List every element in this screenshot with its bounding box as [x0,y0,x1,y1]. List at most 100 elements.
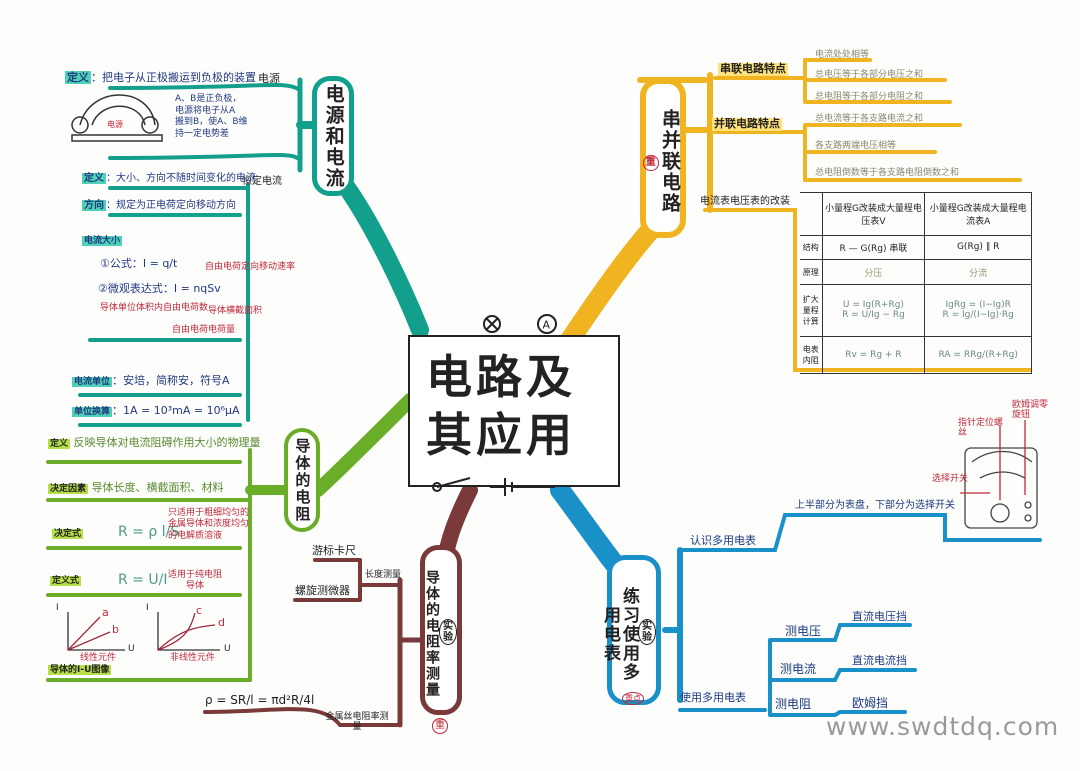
note-line: 的电解质溶液 [168,530,223,541]
conversion-text: 1A = 10³mA = 10⁶μA [123,404,240,417]
important-badge: 重 [432,718,448,734]
resistivity-formula: ρ = SR/l = πd²R/4l [205,693,315,707]
curve-c-label: c [196,604,203,617]
row-label: 扩大量程计算 [800,283,823,337]
steady-direction: 规定为正电荷定向移动方向 [116,200,236,211]
axis-u-label: U [224,644,231,654]
row-label: 原理 [800,259,823,285]
central-topic: 电路及 其应用 [408,335,620,487]
source-definition: 把电子从正极搬运到负极的装置 [102,71,256,84]
metal-resistivity-label: 金属丝电阻率测量 [325,712,389,733]
note-line: 搬到B，使A、B维 [175,117,248,128]
measure-resistance: 测电阻 [775,697,812,711]
note-density: 导体单位体积内自由电荷数 [100,303,209,313]
header-voltmeter: 小量程G改装成大量程电压表V [821,192,926,236]
tag-decisive: 决定式 [52,529,84,539]
note-speed: 自由电荷定向移动速率 [205,262,296,272]
know-multimeter-text: 上半部分为表盘，下部分为选择开关 [795,500,955,511]
definitional-formula: R = U/I [118,572,168,588]
unit-text: 安培，简称安，符号A [123,374,230,387]
cell-principle-v: 分压 [821,259,926,285]
curve-a-label: a [102,606,109,619]
tag-conversion: 单位换算 [72,407,113,417]
topic-resistivity: 实验导体的电阻率测量 [420,545,462,715]
parallel-label: 并联电路特点 [712,117,782,131]
series-label: 串联电路特点 [718,62,788,76]
tag-direction: 方向 [82,200,106,211]
definitional-note: 适用于纯电阻导体 [168,570,222,593]
cell-structure-v: R — G(Rg) 串联 [821,234,926,261]
parallel-item: 总电流等于各支路电流之和 [815,114,924,124]
cell-calc-a: IgRg = (I−Ig)R R = Ig/(I−Ig)·Rg [924,283,1032,337]
note-line: 适用于纯电阻 [168,570,223,580]
note-line: A、B是正负极， [175,94,242,104]
important-mark: 重点 [622,692,644,706]
resistance-factors: 导体长度、横截面积、材料 [91,481,224,494]
central-title-line-1: 电路及 [426,350,576,404]
series-item: 电流处处相等 [815,50,870,60]
important-mark: 重 [432,718,448,734]
dc-current-range: 直流电流挡 [852,654,907,667]
measure-voltage: 测电压 [785,624,822,638]
ohm-range: 欧姆挡 [852,696,889,710]
note-area: 导体横截面积 [208,306,263,316]
cell-resistance-a: RA = RRg/(R+Rg) [924,335,1032,375]
nonlinear-label: 非线性元件 [170,653,216,663]
topic-title: 电源和电流 [322,83,345,189]
formula-microscopic: ②微观表达式：I = nqSv [98,282,221,295]
cell-calc-v: U = Ig(R+Rg) R = U/Ig − Rg [821,283,926,337]
topic-title: 导体的电阻率测量 [424,570,440,698]
part-ohm-zero-knob: 欧姆调零旋钮 [1012,400,1049,421]
note-charge: 自由电荷电荷量 [172,325,236,335]
micrometer: 螺旋测微器 [295,584,350,597]
tag-unit: 电流单位 [72,377,113,387]
watermark: www.swdtdq.com [826,712,1060,741]
part-selector-switch: 选择开关 [932,474,969,484]
part-pointer-screw: 指针定位螺丝 [958,418,1004,439]
source-label: 电源 [258,72,280,85]
topic-circuits: 串并联电路重 [640,78,686,238]
note-line: 只适用于粗细均匀的 [168,508,250,518]
important-badge: 重点 [622,692,644,706]
note-line: 持一定电势差 [175,129,230,140]
topic-resistance: 导体的电阻 [284,428,320,532]
vernier-caliper: 游标卡尺 [312,544,356,557]
cell-structure-a: G(Rg) ∥ R [924,234,1032,261]
row-label: 电表内阻 [800,335,823,375]
tag-definition: 定义 [82,173,106,184]
steady-definition: 大小、方向不随时间变化的电流 [116,173,256,184]
tag-definition: 定义 [65,71,91,84]
note-line: 导体 [186,581,205,592]
important-badge: 重 [642,155,659,171]
central-title-line-2: 其应用 [426,407,576,462]
series-item: 总电阻等于各部分电阻之和 [815,92,924,102]
steady-current-label: 恒定电流 [242,176,282,187]
length-measure-label: 长度测量 [365,570,402,580]
header-ammeter: 小量程G改装成大量程电流表A [924,192,1032,236]
tag-definition: 定义 [48,439,71,449]
topic-title: 串并联电路 [659,108,681,214]
measure-current: 测电流 [780,662,817,676]
diagram-label: 电源 [107,120,123,129]
experiment-badge: 实验 [638,618,656,646]
row-label: 结构 [800,234,823,261]
curve-b-label: b [112,623,119,636]
resistance-definition: 反映导体对电流阻碍作用大小的物理量 [73,436,261,449]
know-multimeter-label: 认识多用电表 [690,534,756,547]
axis-i-label: I [56,603,59,613]
tag-iu-graph: 导体的I-U图像 [48,665,112,676]
linear-label: 线性元件 [80,653,117,663]
decisive-formula: R = ρ l/S [118,524,180,540]
meter-conversion-label: 电流表电压表的改装 [700,196,790,207]
topic-title: 练习使用多用电表 [599,586,639,682]
cell-principle-a: 分流 [924,259,1032,285]
tag-magnitude: 电流大小 [82,236,123,247]
topic-multimeter: 实验练习使用多用电表 [600,555,661,705]
topic-power-current: 电源和电流 [312,76,354,196]
curve-d-label: d [218,616,225,629]
formula-definition: ①公式：I = q/t [100,257,178,270]
axis-i-label: I [146,603,149,613]
series-item: 总电压等于各部分电压之和 [815,70,924,80]
